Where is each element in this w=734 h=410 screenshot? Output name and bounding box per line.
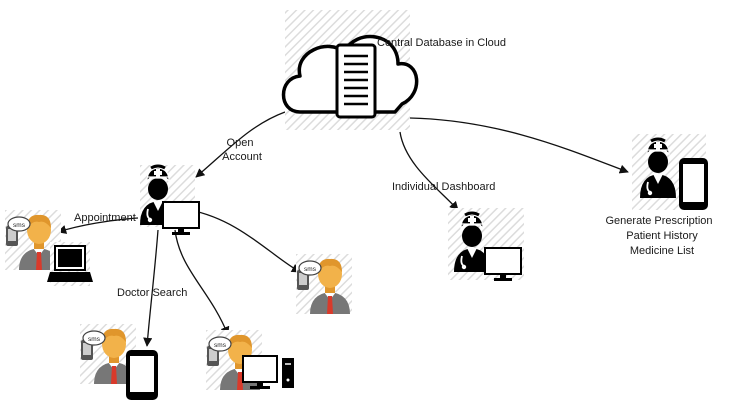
patient-plain-node — [295, 253, 353, 315]
edge-admin-to-patient-plain — [189, 209, 301, 273]
edge-admin-to-patient-desktop — [174, 229, 230, 336]
patient-laptop-node — [4, 209, 93, 286]
dashboard-doctor-node — [448, 208, 524, 282]
edge-admin-to-patient-phone — [143, 229, 159, 347]
patient-phone-node — [79, 323, 158, 400]
patient-desktop-node — [205, 329, 294, 391]
smartphone-icon — [126, 350, 158, 400]
monitor-icon — [162, 201, 200, 236]
edge-cloud-to-mobile-doctor — [409, 117, 629, 174]
edge-cloud-to-admin — [195, 111, 286, 178]
server-icon — [335, 43, 377, 119]
desktop-computer-icon — [242, 355, 294, 389]
edge-cloud-to-dashboard — [399, 131, 459, 211]
edge-label-doctor-search: Doctor Search — [117, 287, 187, 299]
mobile-doctor-node: Generate Prescription Patient History Me… — [606, 134, 713, 257]
smartphone-icon — [679, 158, 708, 210]
mobile-doctor-line-3: Medicine List — [630, 245, 694, 257]
edge-label-individual-dashboard: Individual Dashboard — [392, 181, 495, 193]
edge-label-open: Open — [227, 137, 254, 149]
edge-label-appointment: Appointment — [74, 212, 136, 224]
edge-admin-to-patient-laptop — [57, 217, 139, 234]
mobile-doctor-line-2: Patient History — [626, 230, 698, 242]
admin-doctor-node — [138, 164, 200, 236]
cloud-node: Central Database in Cloud — [281, 10, 506, 130]
laptop-icon — [47, 242, 93, 286]
cloud-label: Central Database in Cloud — [377, 37, 506, 49]
patient-icon — [295, 253, 353, 315]
mobile-doctor-line-1: Generate Prescription — [606, 215, 713, 227]
edge-label-account: Account — [222, 151, 262, 163]
